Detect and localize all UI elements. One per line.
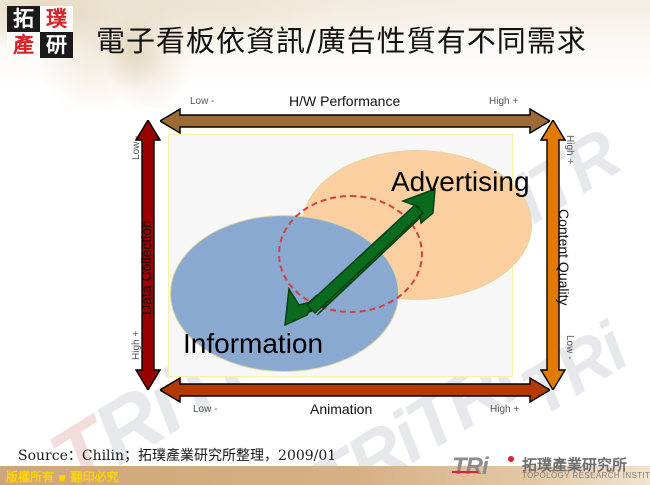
axis-bottom-low-label: Low - xyxy=(193,404,218,415)
axis-left-name: Data Collection xyxy=(138,220,154,315)
logo-char-yan: 研 xyxy=(40,32,73,58)
tri-seal-logo: 拓 璞 產 研 xyxy=(7,6,73,58)
axis-left-high-label: High + xyxy=(131,330,142,360)
axis-right-high-label: High + xyxy=(564,135,575,165)
bubble-label-advertising: Advertising xyxy=(391,166,530,197)
tri-dot-icon xyxy=(508,456,514,462)
axis-top-low-label: Low - xyxy=(190,96,215,107)
tri-wordmark: TRi xyxy=(452,453,489,480)
source-note: Source：Chilin；拓璞產業研究所整理，2009/01 xyxy=(18,448,337,464)
tri-name-english: TOPOLOGY RESEARCH INSTITUTE xyxy=(522,471,650,480)
footer-bar xyxy=(0,466,650,485)
watermark-text: TRi xyxy=(507,308,640,432)
axis-bottom-high-label: High + xyxy=(490,404,520,415)
tri-corporate-logo: TRi 拓璞產業研究所 TOPOLOGY RESEARCH INSTITUTE xyxy=(452,453,650,481)
logo-char-pu: 璞 xyxy=(40,6,73,32)
axis-bottom-name: Animation xyxy=(310,401,373,417)
axis-right-low-label: Low - xyxy=(564,335,575,360)
axis-top-name: H/W Performance xyxy=(289,93,401,109)
axis-left-low-label: Low - xyxy=(131,135,142,160)
logo-char-tuo: 拓 xyxy=(7,6,40,32)
overlap-highlight-circle xyxy=(278,195,423,313)
logo-char-chan: 產 xyxy=(7,32,40,58)
axis-arrow-bottom xyxy=(160,377,550,403)
axis-arrow-top xyxy=(160,108,550,134)
axis-top-high-label: High + xyxy=(489,96,519,107)
copyright-notice: 版權所有 ▪ 翻印必究 xyxy=(6,470,119,484)
tri-underline-accent xyxy=(452,471,478,473)
axis-right-name: Content Quality xyxy=(556,209,572,306)
slide-title: 電子看板依資訊/廣告性質有不同需求 xyxy=(96,24,587,58)
bubble-label-information: Information xyxy=(183,328,324,359)
tri-name-chinese: 拓璞產業研究所 xyxy=(522,456,628,474)
